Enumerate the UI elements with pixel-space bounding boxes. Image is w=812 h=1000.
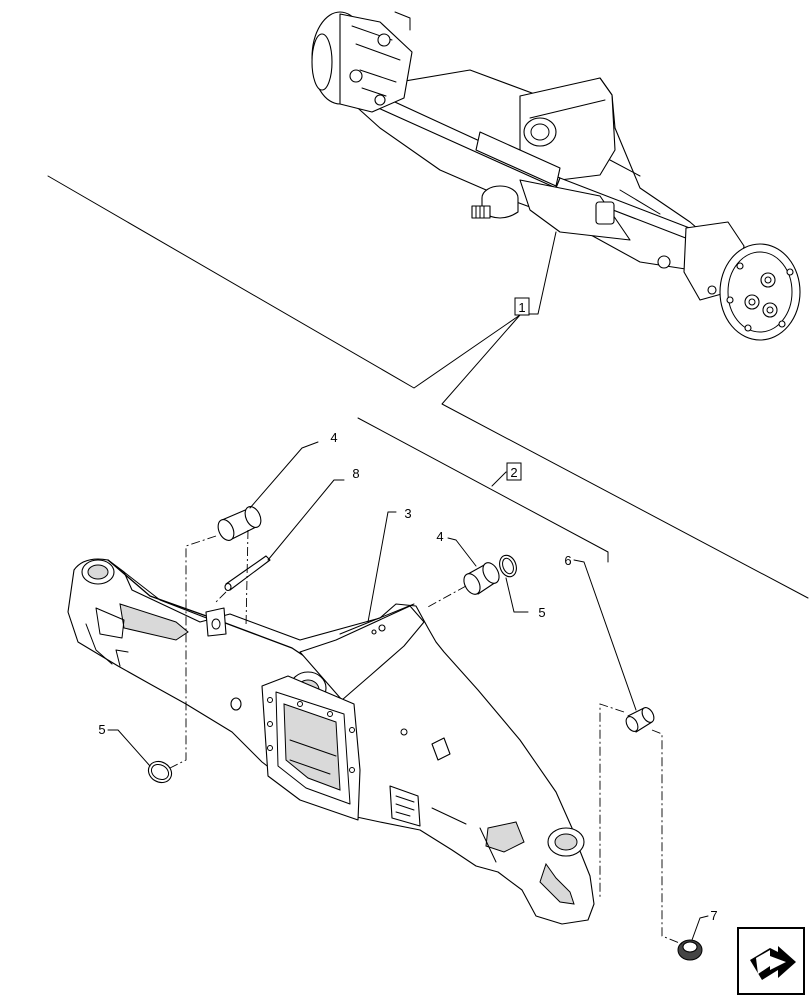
bushing-left [217, 506, 262, 541]
callout-ref-2-text: 2 [510, 465, 517, 480]
ref-1-leader [527, 231, 557, 315]
callout-item-7: 7 [710, 908, 717, 923]
callout-ref-1[interactable]: 1 [514, 297, 530, 316]
assembly-centerlines [169, 529, 683, 945]
grommet [677, 939, 703, 961]
callout-item-6: 6 [564, 553, 571, 568]
bushing-small [625, 707, 655, 733]
callout-item-5-left: 5 [98, 722, 105, 737]
complete-axle-assembly [311, 11, 801, 341]
callout-item-8: 8 [352, 466, 359, 481]
pin [224, 555, 271, 592]
leader-lines [107, 441, 709, 941]
callout-item-4-right: 4 [436, 529, 443, 544]
seal-ring-left [147, 760, 173, 784]
bushing-right [463, 562, 500, 595]
seal-ring-right [499, 554, 517, 578]
callout-ref-2[interactable]: 2 [506, 462, 522, 481]
axle-housing [67, 558, 595, 925]
callout-ref-1-text: 1 [518, 300, 525, 315]
next-page-arrow-icon[interactable] [737, 927, 805, 995]
callout-item-3: 3 [404, 506, 411, 521]
callout-item-5-right: 5 [538, 605, 545, 620]
callout-item-4-left: 4 [330, 430, 337, 445]
section-divider-lines [47, 175, 809, 599]
